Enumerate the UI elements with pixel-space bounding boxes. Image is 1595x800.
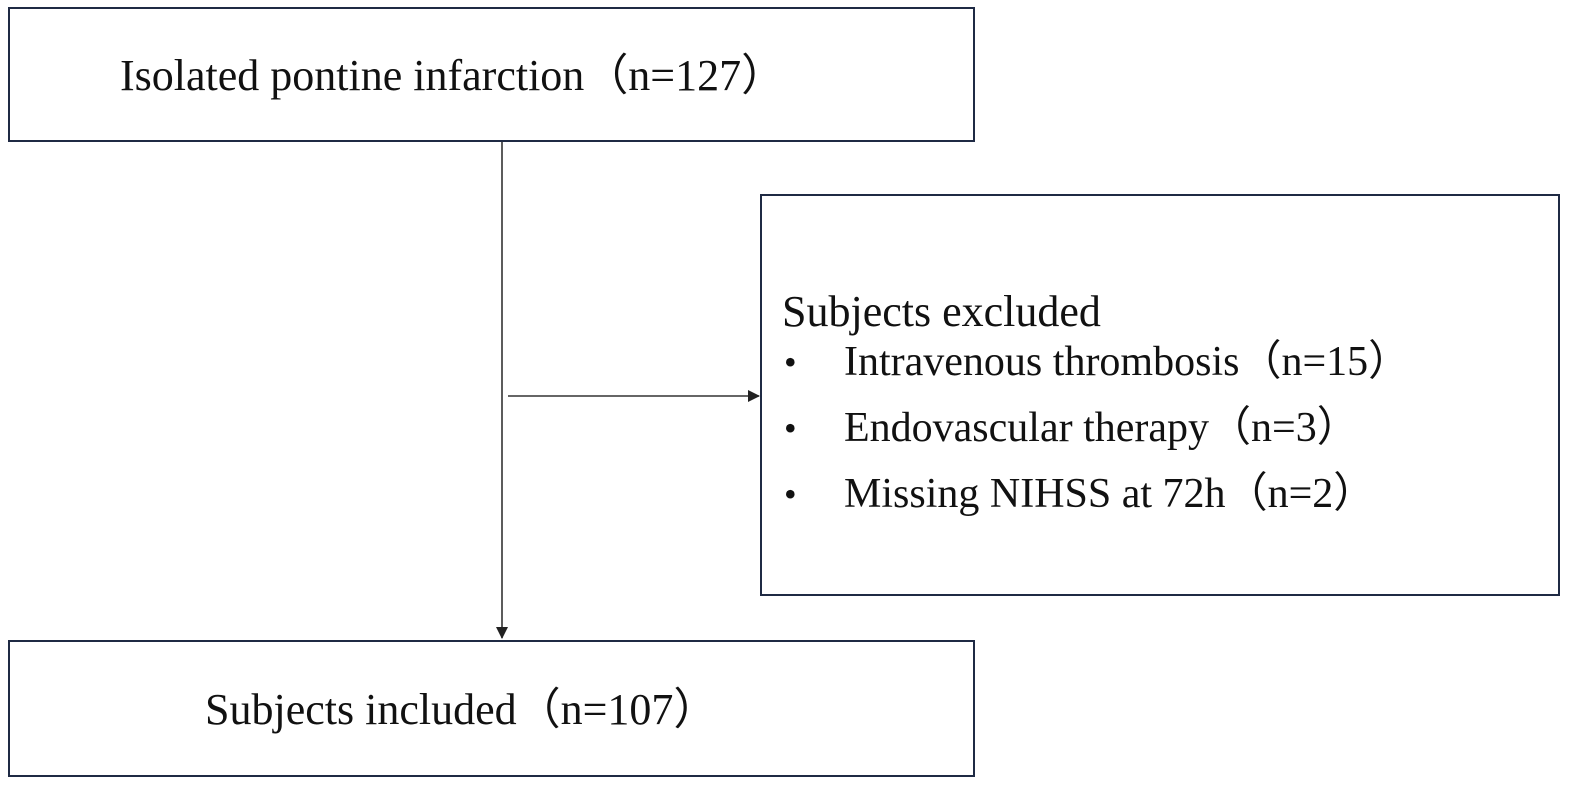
exclusion-item-text: Endovascular therapy（n=3） [844,403,1359,453]
exclusion-item-label: Endovascular therapy [844,405,1210,451]
included-count: （n=107） [516,685,718,734]
exclusion-heading: Subjects excluded [782,287,1101,336]
included-box: Subjects included（n=107） [8,640,975,777]
enrollment-text: Isolated pontine infarction [120,51,585,100]
exclusion-item-count: （n=3） [1209,405,1359,451]
exclusion-item-count: （n=15） [1239,339,1411,385]
exclusion-item-label: Intravenous thrombosis [844,339,1240,385]
exclusion-box: Subjects excluded • Intravenous thrombos… [760,194,1560,596]
exclusion-item-count: （n=2） [1225,471,1376,517]
enrollment-label: Isolated pontine infarction（n=127） [120,51,785,101]
bullet-icon: • [784,474,797,514]
exclusion-item-label: Missing NIHSS at 72h [844,471,1226,517]
exclusion-item-text: Intravenous thrombosis（n=15） [844,337,1410,387]
enrollment-count: （n=127） [584,51,786,100]
included-text: Subjects included [205,685,517,734]
enrollment-box: Isolated pontine infarction（n=127） [8,7,975,142]
included-label: Subjects included（n=107） [205,685,717,735]
bullet-icon: • [784,342,797,382]
exclusion-item-text: Missing NIHSS at 72h（n=2） [844,469,1375,519]
bullet-icon: • [784,408,797,448]
